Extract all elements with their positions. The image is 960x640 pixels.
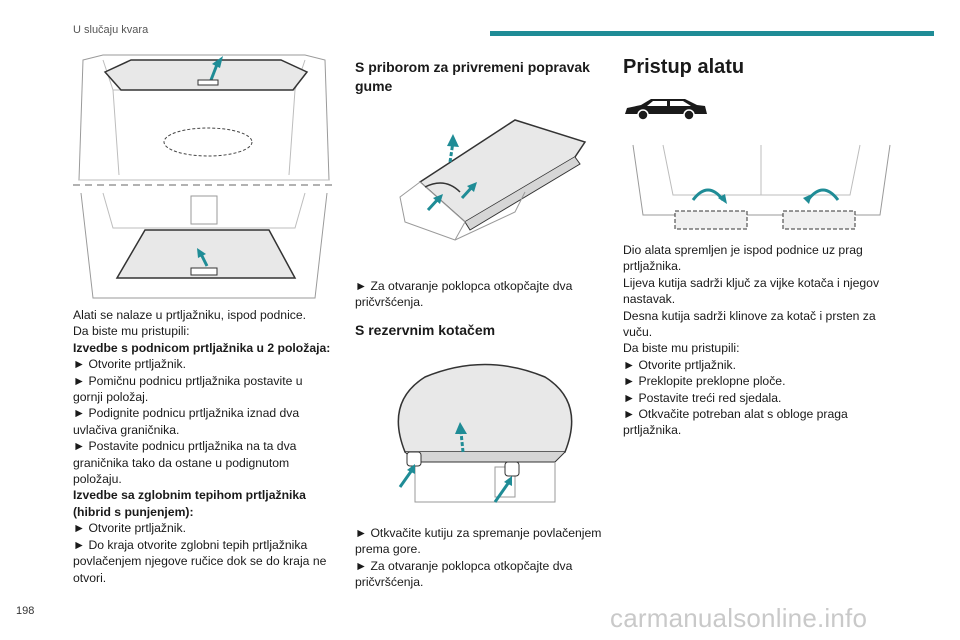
watermark: carmanualsonline.info — [610, 603, 868, 633]
section-heading-tool-access: Pristup alatu — [623, 56, 745, 78]
left-subheading: Izvedbe s podnicom prtljažnika u 2 polož… — [73, 340, 331, 355]
left-step: ► Otvorite prtljažnik. — [73, 357, 186, 372]
spare-wheel-cover-illustration — [397, 363, 573, 503]
left-step: ► Do kraja otvorite zglobni tepih prtlja… — [73, 537, 327, 585]
left-step: ► Pomičnu podnicu prtljažnika postavite … — [73, 373, 303, 405]
repair-kit-step: ► Za otvaranje poklopca otkopčajte dva p… — [355, 279, 573, 310]
right-paragraph: Lijeva kutija sadrži ključ za vijke kota… — [623, 275, 880, 307]
right-step: ► Otkvačite potreban alat s obloge praga… — [623, 407, 848, 438]
left-step: ► Otvorite prtljažnik. — [73, 521, 186, 536]
right-step: ► Preklopite preklopne ploče. — [623, 374, 786, 389]
header-accent-bar — [490, 31, 934, 36]
figure-divider — [73, 184, 335, 186]
left-step: ► Postavite podnicu prtljažnika na ta dv… — [73, 439, 297, 487]
trunk-floor-carpet-illustration — [73, 188, 335, 303]
left-text-block: Alati se nalaze u prtljažniku, ispod pod… — [73, 307, 335, 586]
repair-kit-steps: ► Za otvaranje poklopca otkopčajte dva p… — [355, 278, 605, 311]
left-paragraph: Da biste mu pristupili: — [73, 324, 190, 339]
left-subheading: Izvedbe sa zglobnim tepihom prtljažnika … — [73, 488, 306, 519]
page-number: 198 — [16, 605, 35, 617]
trunk-sill-boxes-illustration — [632, 144, 891, 230]
right-paragraph: Da biste mu pristupili: — [623, 341, 740, 356]
spare-wheel-step: ► Otkvačite kutiju za spremanje povlačen… — [355, 526, 602, 557]
right-step: ► Otvorite prtljažnik. — [623, 357, 736, 372]
running-head: U slučaju kvara — [73, 24, 149, 36]
section-heading-repair-kit: S priborom za privremeni popravak gume — [355, 59, 590, 94]
left-paragraph: Alati se nalaze u prtljažniku, ispod pod… — [73, 308, 307, 322]
right-step: ► Postavite treći red sjedala. — [623, 390, 782, 405]
section-heading-spare-wheel: S rezervnim kotačem — [355, 322, 496, 338]
spare-wheel-step: ► Za otvaranje poklopca otkopčajte dva p… — [355, 558, 573, 590]
right-paragraph: Dio alata spremljen je ispod podnice uz … — [623, 243, 863, 274]
spare-wheel-steps: ► Otkvačite kutiju za spremanje povlačen… — [355, 525, 610, 591]
right-text-block: Dio alata spremljen je ispod podnice uz … — [623, 242, 903, 439]
trunk-floor-raised-illustration — [73, 50, 335, 186]
left-step: ► Podignite podnicu prtljažnika iznad dv… — [73, 406, 300, 437]
right-paragraph: Desna kutija sadrži klinove za kotač i p… — [623, 308, 876, 340]
repair-kit-box-illustration — [399, 119, 587, 241]
car-silhouette-icon — [625, 99, 707, 121]
